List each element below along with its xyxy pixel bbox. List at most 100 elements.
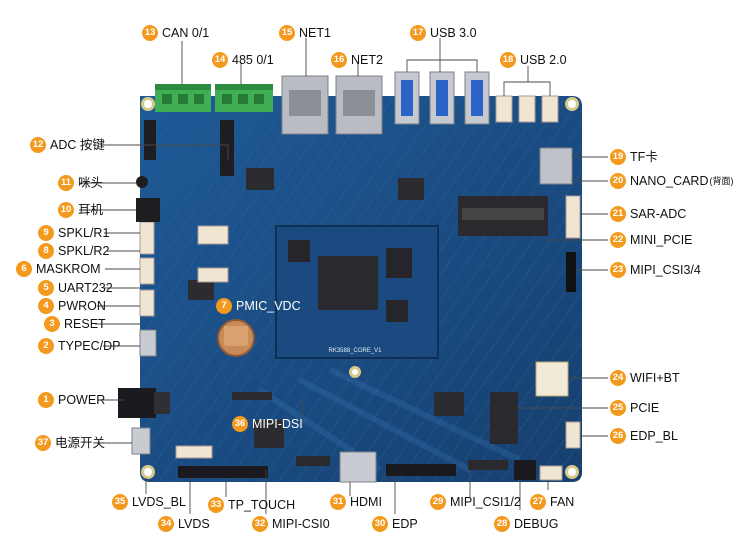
- callout-number-badge: 15: [279, 25, 295, 41]
- callout-text: HDMI: [350, 495, 382, 509]
- callout-text: UART232: [58, 281, 113, 295]
- callout-number-badge: 19: [610, 149, 626, 165]
- callout-number-badge: 30: [372, 516, 388, 532]
- callout-number-badge: 6: [16, 261, 32, 277]
- callout-22: 22 MINI_PCIE: [610, 232, 693, 248]
- callout-text: MINI_PCIE: [630, 233, 693, 247]
- callout-number-badge: 18: [500, 52, 516, 68]
- can-terminal: [155, 84, 211, 112]
- callout-6: 6 MASKROM: [16, 261, 101, 277]
- callout-text: MIPI_CSI1/2: [450, 495, 521, 509]
- callout-text: SAR-ADC: [630, 207, 687, 221]
- wifi-module: [535, 361, 569, 397]
- leader-lines: [79, 38, 608, 514]
- callout-2: 2 TYPEC/DP: [38, 338, 121, 354]
- callout-text: MASKROM: [36, 262, 101, 276]
- callout-12: 12 ADC 按键: [30, 137, 105, 153]
- callout-suffix: (背面): [709, 176, 734, 186]
- callout-text: TF卡: [630, 150, 658, 164]
- callout-text: 电源开关: [55, 436, 106, 450]
- typec-port: [139, 329, 157, 357]
- callout-number-badge: 32: [252, 516, 268, 532]
- bottom-connectors: [175, 392, 563, 483]
- callout-number-badge: 12: [30, 137, 46, 153]
- callout-number-badge: 7: [216, 298, 232, 314]
- callout-text: SPKL/R2: [58, 244, 110, 258]
- right-headers: [565, 195, 581, 449]
- callout-number-badge: 34: [158, 516, 174, 532]
- module-silk: RK3588_CORE_V1: [328, 348, 382, 354]
- chips: [144, 120, 464, 448]
- callout-text: FAN: [550, 495, 575, 509]
- callout-text: POWER: [58, 393, 106, 407]
- ethernet-ports: [281, 75, 383, 135]
- power-jack: [118, 388, 170, 418]
- usb3-ports: [394, 71, 490, 125]
- usb2-headers: [495, 95, 559, 123]
- callout-number-badge: 36: [232, 416, 248, 432]
- tf-slot: [539, 147, 573, 185]
- callout-number-badge: 28: [494, 516, 510, 532]
- callout-text: 咪头: [78, 176, 104, 190]
- callout-number-badge: 27: [530, 494, 546, 510]
- callout-number-badge: 11: [58, 175, 74, 191]
- callout-5: 5 UART232: [38, 280, 113, 296]
- callout-text: PMIC_VDC: [236, 299, 301, 313]
- callout-text: 485 0/1: [232, 53, 274, 67]
- callout-27: 27 FAN: [530, 494, 574, 510]
- callout-14: 14 485 0/1: [212, 52, 274, 68]
- callout-text: USB 3.0: [430, 26, 477, 40]
- callout-15: 15 NET1: [279, 25, 331, 41]
- callout-text: USB 2.0: [520, 53, 567, 67]
- callout-number-badge: 21: [610, 206, 626, 222]
- callout-text: SPKL/R1: [58, 226, 110, 240]
- mini-pcie-slot: [458, 196, 548, 236]
- callout-1: 1 POWER: [38, 392, 105, 408]
- callout-number-badge: 2: [38, 338, 54, 354]
- callout-number-badge: 4: [38, 298, 54, 314]
- callout-number-badge: 29: [430, 494, 446, 510]
- callout-21: 21 SAR-ADC: [610, 206, 686, 222]
- pcie-slot: [490, 392, 518, 444]
- callout-number-badge: 35: [112, 494, 128, 510]
- callout-number-badge: 13: [142, 25, 158, 41]
- callout-32: 32 MIPI-CSI0: [252, 516, 330, 532]
- left-headers: [139, 221, 229, 317]
- callout-number-badge: 14: [212, 52, 228, 68]
- audio-jack: [136, 176, 160, 222]
- callout-31: 31 HDMI: [330, 494, 382, 510]
- callout-number-badge: 1: [38, 392, 54, 408]
- callout-number-badge: 3: [44, 316, 60, 332]
- callout-text: LVDS_BL: [132, 495, 186, 509]
- callout-number-badge: 31: [330, 494, 346, 510]
- callout-text: ADC 按键: [50, 138, 105, 152]
- callout-number-badge: 5: [38, 280, 54, 296]
- callout-11: 11 咪头: [58, 175, 103, 191]
- callout-text: MIPI-DSI: [252, 417, 303, 431]
- rs485-terminal: [215, 84, 273, 112]
- callout-number-badge: 25: [610, 400, 626, 416]
- callout-35: 35 LVDS_BL: [112, 494, 186, 510]
- callout-text: NET1: [299, 26, 331, 40]
- callout-text: TYPEC/DP: [58, 339, 121, 353]
- callout-number-badge: 22: [610, 232, 626, 248]
- callout-text: NET2: [351, 53, 383, 67]
- callout-text: CAN 0/1: [162, 26, 210, 40]
- callout-36: 36 MIPI-DSI: [232, 416, 303, 432]
- callout-text: EDP: [392, 517, 418, 531]
- callout-text: MIPI-CSI0: [272, 517, 330, 531]
